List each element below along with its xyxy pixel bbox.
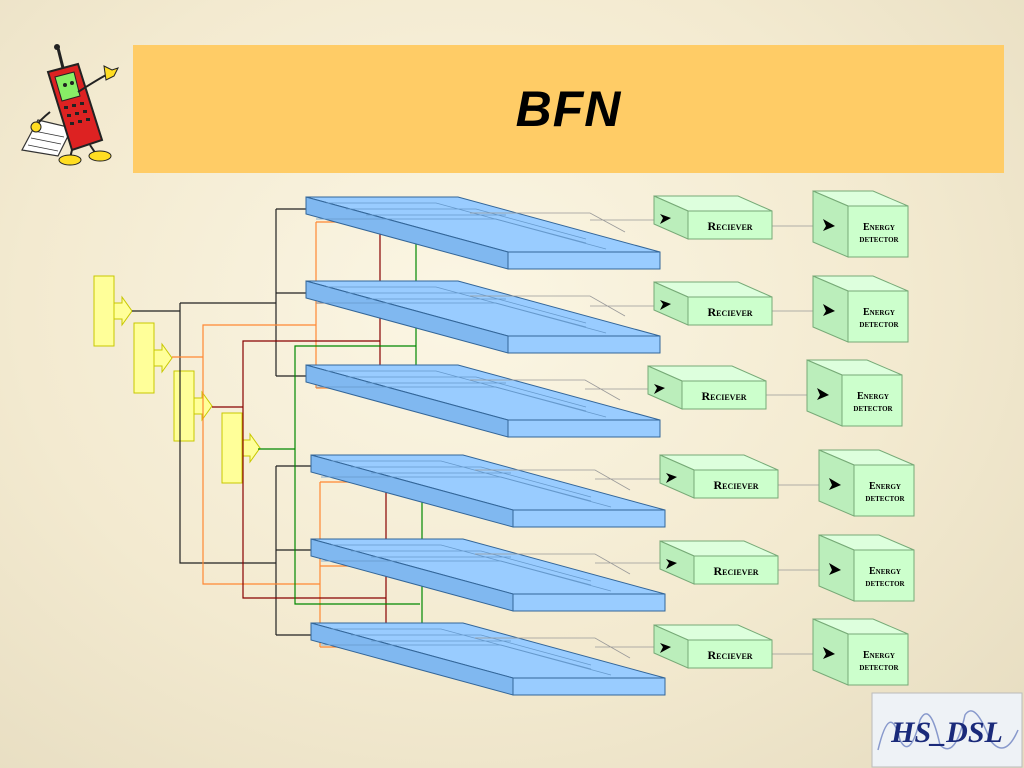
receiver-label: Reciever	[713, 564, 758, 578]
beam-plate-3	[305, 364, 661, 438]
receiver-1: Reciever	[653, 195, 773, 240]
beam-plate-6	[310, 622, 666, 696]
detector-label-line1: Energy	[857, 391, 889, 402]
logo-text: HS_DSL	[890, 716, 1003, 749]
detector-label-line2: detector	[865, 493, 905, 504]
detector-label-line2: detector	[859, 319, 899, 330]
feed-lines	[132, 208, 450, 668]
receiver-label: Reciever	[707, 648, 752, 662]
detector-label-line1: Energy	[863, 222, 895, 233]
beam-plate-2	[305, 280, 661, 354]
energy-detector-5: Energy detector	[818, 534, 915, 602]
receiver-5: Reciever	[659, 540, 779, 585]
hs-dsl-logo: HS_DSL	[871, 692, 1023, 768]
energy-detector-4: Energy detector	[818, 449, 915, 517]
detector-label-line1: Energy	[869, 566, 901, 577]
title-bar: BFN	[133, 45, 1004, 173]
receiver-label: Reciever	[707, 305, 752, 319]
detector-label-line2: detector	[859, 234, 899, 245]
receiver-label: Reciever	[707, 219, 752, 233]
receiver-label: Reciever	[713, 478, 758, 492]
source-box-1	[93, 275, 133, 347]
detector-label-line1: Energy	[863, 307, 895, 318]
slide-title: BFN	[515, 81, 622, 137]
detector-label-line1: Energy	[863, 650, 895, 661]
energy-detector-1: Energy detector	[812, 190, 909, 258]
phone-mascot-icon	[21, 44, 119, 166]
receiver-label: Reciever	[701, 389, 746, 403]
detector-label-line2: detector	[865, 578, 905, 589]
energy-detector-3: Energy detector	[806, 359, 903, 427]
detector-label-line2: detector	[859, 662, 899, 673]
source-box-2	[133, 322, 173, 394]
energy-detector-6: Energy detector	[812, 618, 909, 686]
detector-label-line1: Energy	[869, 481, 901, 492]
receiver-6: Reciever	[653, 624, 773, 669]
source-box-4	[221, 412, 261, 484]
receiver-2: Reciever	[653, 281, 773, 326]
beam-plate-1	[305, 196, 661, 270]
detector-label-line2: detector	[853, 403, 893, 414]
plate-connectors	[470, 212, 820, 659]
energy-detector-2: Energy detector	[812, 275, 909, 343]
beam-plate-4	[310, 454, 666, 528]
receiver-4: Reciever	[659, 454, 779, 499]
beam-plate-5	[310, 538, 666, 612]
receiver-3: Reciever	[647, 365, 767, 410]
